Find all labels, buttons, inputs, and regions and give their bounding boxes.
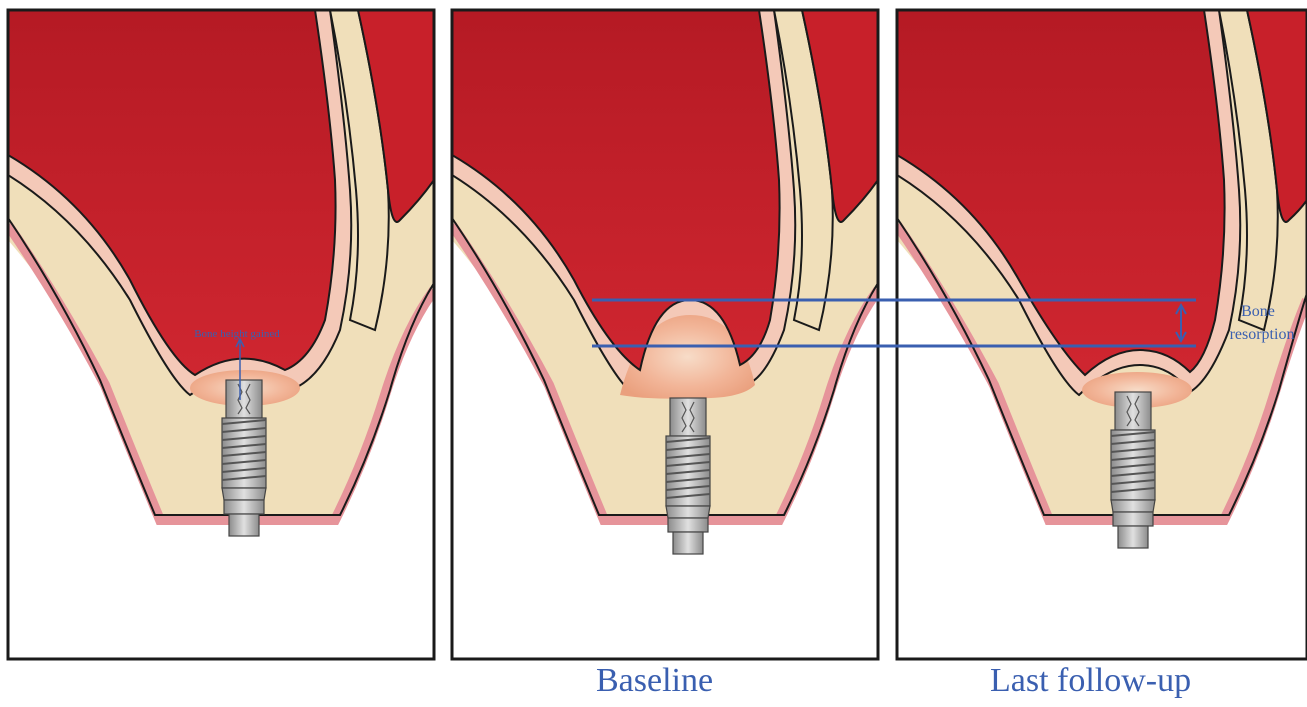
panel-preop: Bone height gained bbox=[8, 10, 434, 659]
panel-baseline bbox=[452, 10, 878, 659]
bone-resorption-label-line1: Bone bbox=[1241, 303, 1275, 320]
bone-height-gained-label: Bone height gained bbox=[194, 328, 280, 340]
caption-last-follow-up: Last follow-up bbox=[990, 662, 1191, 700]
bone-resorption-label-line2: resorption bbox=[1230, 326, 1295, 343]
caption-baseline: Baseline bbox=[596, 662, 713, 700]
